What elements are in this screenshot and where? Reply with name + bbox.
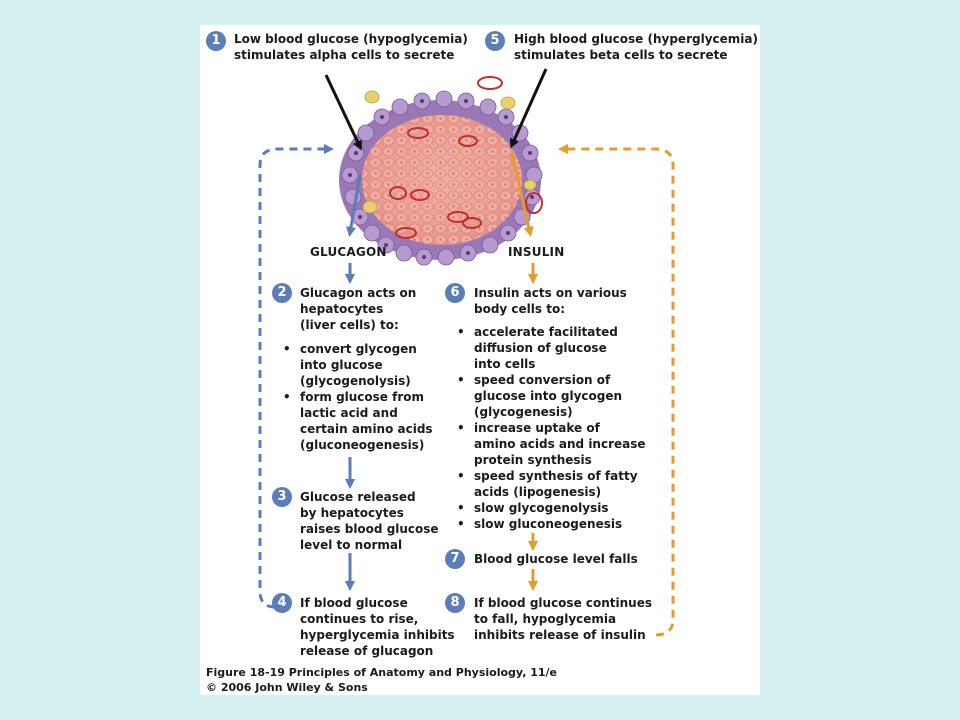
step-5-text: High blood glucose (hyperglycemia) stimu…: [514, 31, 758, 63]
step-4-line: continues to rise,: [300, 612, 419, 626]
step-3-text: Glucose released by hepatocytes raises b…: [300, 489, 439, 553]
caption-line: Figure 18-19 Principles of Anatomy and P…: [206, 666, 558, 679]
glucagon-label: GLUCAGON: [310, 245, 387, 259]
step-3-line: level to normal: [300, 538, 403, 552]
step-4-line: If blood glucose: [300, 596, 408, 610]
insulin-arrows: [510, 143, 675, 637]
step-3-line: by hepatocytes: [300, 506, 404, 520]
step-6-bullet: increase uptake of amino acids and incre…: [454, 420, 646, 468]
step-6-bullets: accelerate facilitated diffusion of gluc…: [454, 324, 646, 532]
pancreatic-islet-illustration: [339, 76, 543, 266]
figure-panel: 1 Low blood glucose (hypoglycemia) stimu…: [200, 25, 760, 695]
step-3-line: Glucose released: [300, 490, 416, 504]
caption-line: © 2006 John Wiley & Sons: [206, 681, 368, 694]
step-8-badge: 8: [445, 593, 465, 613]
insulin-label: INSULIN: [508, 245, 565, 259]
step-4-line: release of glucagon: [300, 644, 434, 658]
step-6-badge: 6: [445, 283, 465, 303]
step-2-line: hepatocytes: [300, 302, 384, 316]
step-7-text: Blood glucose level falls: [474, 552, 638, 566]
step-6-line: body cells to:: [474, 302, 566, 316]
step-8-line: to fall, hypoglycemia: [474, 612, 617, 626]
step-2-bullet: convert glycogen into glucose (glycogeno…: [280, 341, 433, 389]
diagram-graphics: [258, 68, 675, 637]
step-2-badge: 2: [272, 283, 292, 303]
step-5-line: stimulates beta cells to secrete: [514, 48, 728, 62]
arrow-step5-to-islet: [509, 68, 548, 149]
step-3-badge: 3: [272, 487, 292, 507]
step-4-text: If blood glucose continues to rise, hype…: [300, 595, 455, 659]
step-8-line: inhibits release of insulin: [474, 628, 646, 642]
step-7-badge: 7: [445, 549, 465, 569]
step-6-text: Insulin acts on various body cells to:: [474, 285, 627, 317]
step-5-line: High blood glucose (hyperglycemia): [514, 32, 758, 46]
step-6-bullet: speed conversion of glucose into glycoge…: [454, 372, 646, 420]
arrow-step1-to-islet: [324, 74, 362, 151]
step-5-badge: 5: [485, 31, 505, 51]
step-1-line: stimulates alpha cells to secrete: [234, 48, 455, 62]
step-1-badge: 1: [206, 31, 226, 51]
figure-caption: Figure 18-19 Principles of Anatomy and P…: [206, 665, 557, 695]
step-1-line: Low blood glucose (hypoglycemia): [234, 32, 468, 46]
glucagon-arrows: [258, 143, 362, 609]
step-2-text: Glucagon acts on hepatocytes (liver cell…: [300, 285, 416, 333]
step-3-line: raises blood glucose: [300, 522, 439, 536]
step-6-bullet: accelerate facilitated diffusion of gluc…: [454, 324, 646, 372]
step-2-bullets: convert glycogen into glucose (glycogeno…: [280, 341, 433, 453]
step-4-badge: 4: [272, 593, 292, 613]
step-6-bullet: speed synthesis of fatty acids (lipogene…: [454, 468, 646, 500]
step-8-line: If blood glucose continues: [474, 596, 653, 610]
step-2-line: Glucagon acts on: [300, 286, 417, 300]
step-8-text: If blood glucose continues to fall, hypo…: [474, 595, 652, 643]
step-6-bullet: slow glycogenolysis: [454, 500, 646, 516]
step-1-text: Low blood glucose (hypoglycemia) stimula…: [234, 31, 468, 63]
step-6-bullet: slow gluconeogenesis: [454, 516, 646, 532]
step-6-line: Insulin acts on various: [474, 286, 627, 300]
step-4-line: hyperglycemia inhibits: [300, 628, 455, 642]
step-2-line: (liver cells) to:: [300, 318, 399, 332]
step-2-bullet: form glucose from lactic acid and certai…: [280, 389, 433, 453]
